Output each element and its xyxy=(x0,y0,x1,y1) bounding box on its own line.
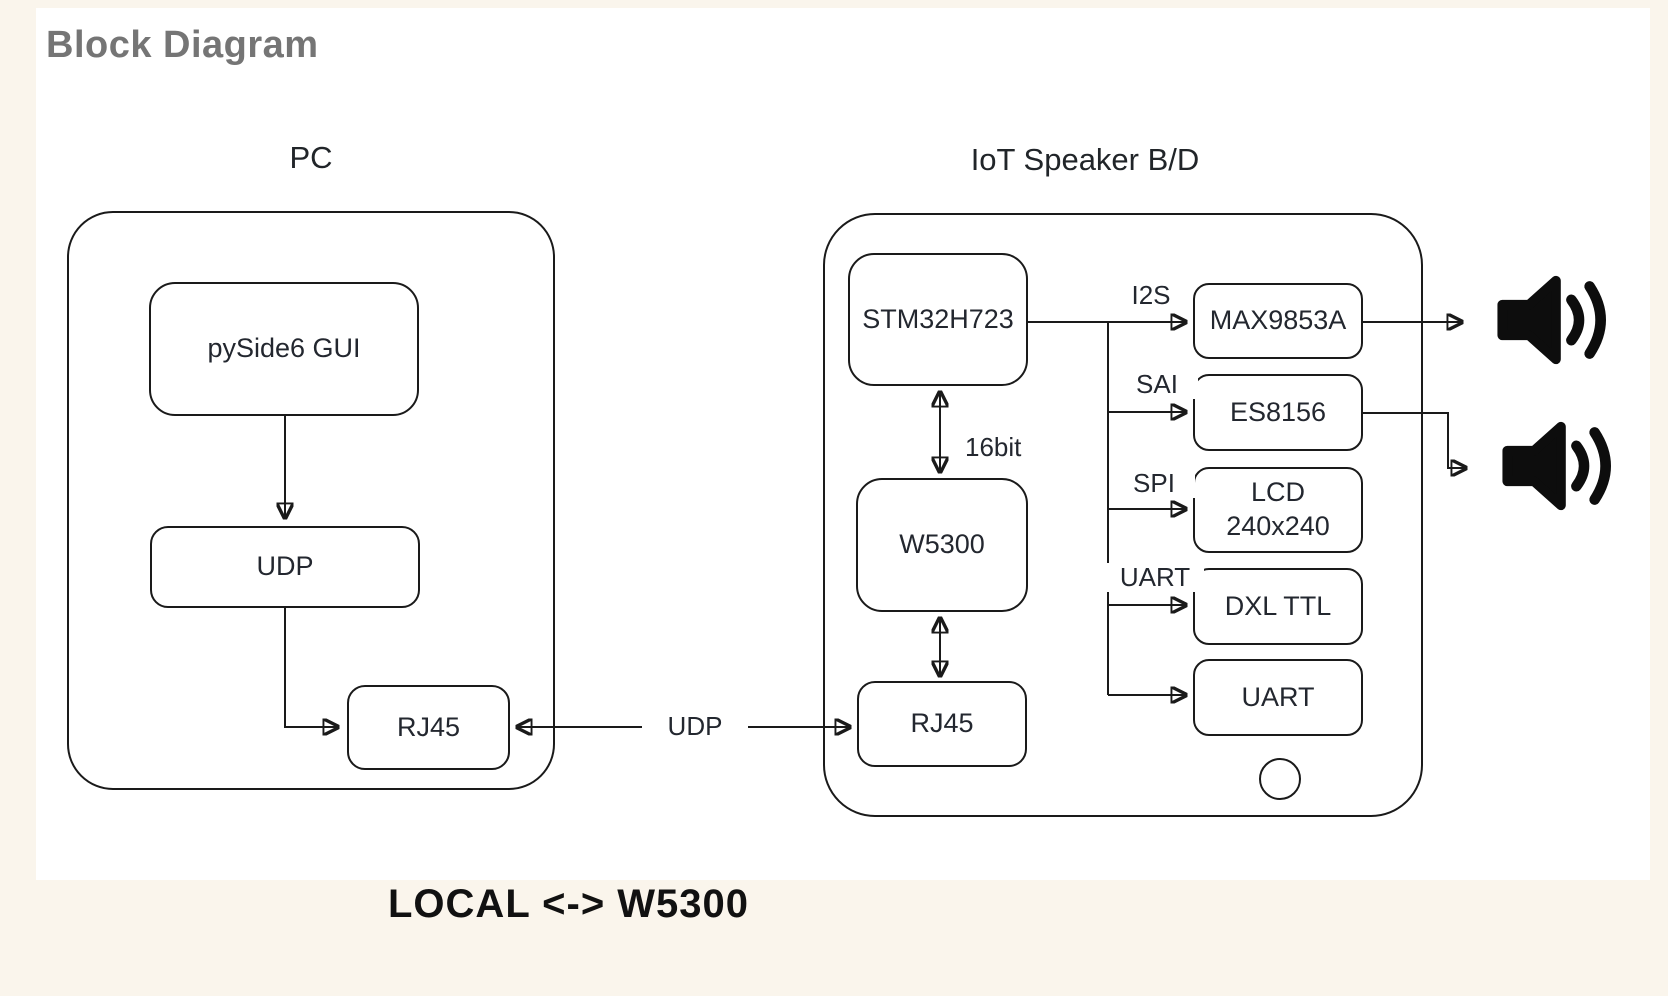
node-lcd-label-line2: 240x240 xyxy=(1226,511,1330,541)
board-button-circle xyxy=(1259,758,1301,800)
arrow-udp-to-rj45 xyxy=(284,608,338,727)
node-udp-label: UDP xyxy=(256,551,314,582)
node-w5300-label: W5300 xyxy=(899,529,985,560)
node-uart: UART xyxy=(1193,659,1363,736)
node-uart-label: UART xyxy=(1241,681,1315,712)
node-max9853a-label: MAX9853A xyxy=(1209,305,1347,336)
node-dxl-ttl-label: DXL TTL xyxy=(1224,590,1332,621)
pc-group-title: PC xyxy=(289,140,333,175)
link-label-uart: UART xyxy=(1106,563,1204,592)
iot-group-title: IoT Speaker B/D xyxy=(970,142,1200,177)
node-w5300: W5300 xyxy=(856,478,1028,612)
arrow-es8156-to-speaker xyxy=(1363,412,1466,468)
link-label-i2s: I2S xyxy=(1112,281,1190,310)
node-es8156-label: ES8156 xyxy=(1229,396,1327,427)
diagram-caption: LOCAL <-> W5300 xyxy=(388,882,750,926)
node-udp: UDP xyxy=(150,526,420,608)
node-rj45-pc-label: RJ45 xyxy=(396,711,461,742)
node-pyside6-gui: pySide6 GUI xyxy=(149,282,419,416)
link-label-spi: SPI xyxy=(1113,469,1195,498)
page-title: Block Diagram xyxy=(46,24,319,66)
link-label-sai: SAI xyxy=(1116,370,1198,399)
node-rj45-iot: RJ45 xyxy=(857,681,1027,767)
node-stm32h723-label: STM32H723 xyxy=(862,303,1014,334)
node-lcd-label-line1: LCD xyxy=(1250,477,1305,508)
node-rj45-pc: RJ45 xyxy=(347,685,510,770)
node-dxl-ttl: DXL TTL xyxy=(1193,568,1363,645)
node-es8156: ES8156 xyxy=(1193,374,1363,451)
node-rj45-iot-label: RJ45 xyxy=(910,708,974,739)
link-label-16bit: 16bit xyxy=(962,433,1025,462)
speaker-icon xyxy=(1497,275,1606,365)
node-max9853a: MAX9853A xyxy=(1193,283,1363,359)
node-stm32h723: STM32H723 xyxy=(848,253,1028,386)
node-lcd: LCD 240x240 xyxy=(1193,467,1363,553)
node-pyside6-gui-label: pySide6 GUI xyxy=(207,333,361,364)
link-label-udp: UDP xyxy=(642,712,748,741)
speaker-icon xyxy=(1502,421,1611,511)
